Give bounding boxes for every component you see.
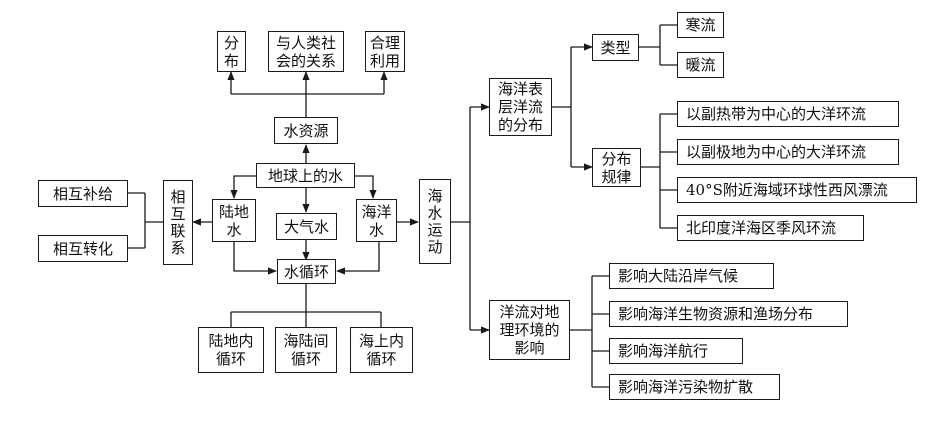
node-xianghubuji: 相互补给: [38, 180, 128, 207]
node-guilv-1: 以副热带为中心的大洋环流: [677, 101, 899, 127]
node-ludishui: 陆地 水: [212, 199, 256, 242]
arrow-haiyang-to-xunhuan: [336, 242, 380, 275]
node-daqishui: 大气水: [276, 213, 337, 240]
node-haiyangshui: 海洋 水: [356, 199, 397, 242]
node-shuixunhuan: 水循环: [277, 259, 336, 284]
node-xianghuzhuanhua: 相互转化: [38, 235, 128, 262]
node-haishangneixunhuan: 海上内 循环: [350, 327, 413, 373]
node-shuiziyuan: 水资源: [274, 117, 338, 144]
arrow-to-ludishui: [230, 175, 257, 199]
node-yingxiang-3: 影响海洋航行: [609, 338, 743, 364]
node-diqiushangdeshui: 地球上的水: [256, 163, 355, 188]
node-ludineixunhuan: 陆地内 循环: [198, 327, 264, 373]
node-yingxiang-4: 影响海洋污染物扩散: [609, 374, 780, 400]
node-yangliuyingxiang: 洋流对地 理环境的 影响: [489, 300, 570, 360]
node-fenbu: 分 布: [217, 31, 246, 72]
node-guilv-4: 北印度洋海区季风环流: [677, 215, 864, 241]
node-leixing: 类型: [592, 34, 639, 61]
node-guanxi: 与人类社 会的关系: [268, 31, 344, 72]
arrow-ludi-to-xunhuan: [233, 242, 277, 275]
node-guilv-3: 40°S附近海域环球性西风漂流: [677, 177, 917, 203]
arrow-to-haiyangshui: [355, 175, 377, 199]
node-heli: 合理 利用: [365, 31, 405, 72]
node-guilv-2: 以副极地为中心的大洋环流: [677, 139, 899, 165]
node-nuanliu: 暖流: [677, 52, 724, 78]
node-biaocengyangliu: 海洋表 层洋流 的分布: [489, 78, 552, 136]
node-hailujianxunhuan: 海陆间 循环: [275, 327, 337, 373]
node-yingxiang-2: 影响海洋生物资源和渔场分布: [609, 301, 848, 327]
node-xianghulianxi: 相 互 联 系: [163, 180, 193, 265]
node-fenbuguilv: 分布 规律: [592, 148, 641, 187]
node-haishuiyundong: 海 水 运 动: [419, 179, 451, 264]
node-hanliu: 寒流: [677, 12, 724, 38]
node-yingxiang-1: 影响大陆沿岸气候: [609, 263, 774, 289]
